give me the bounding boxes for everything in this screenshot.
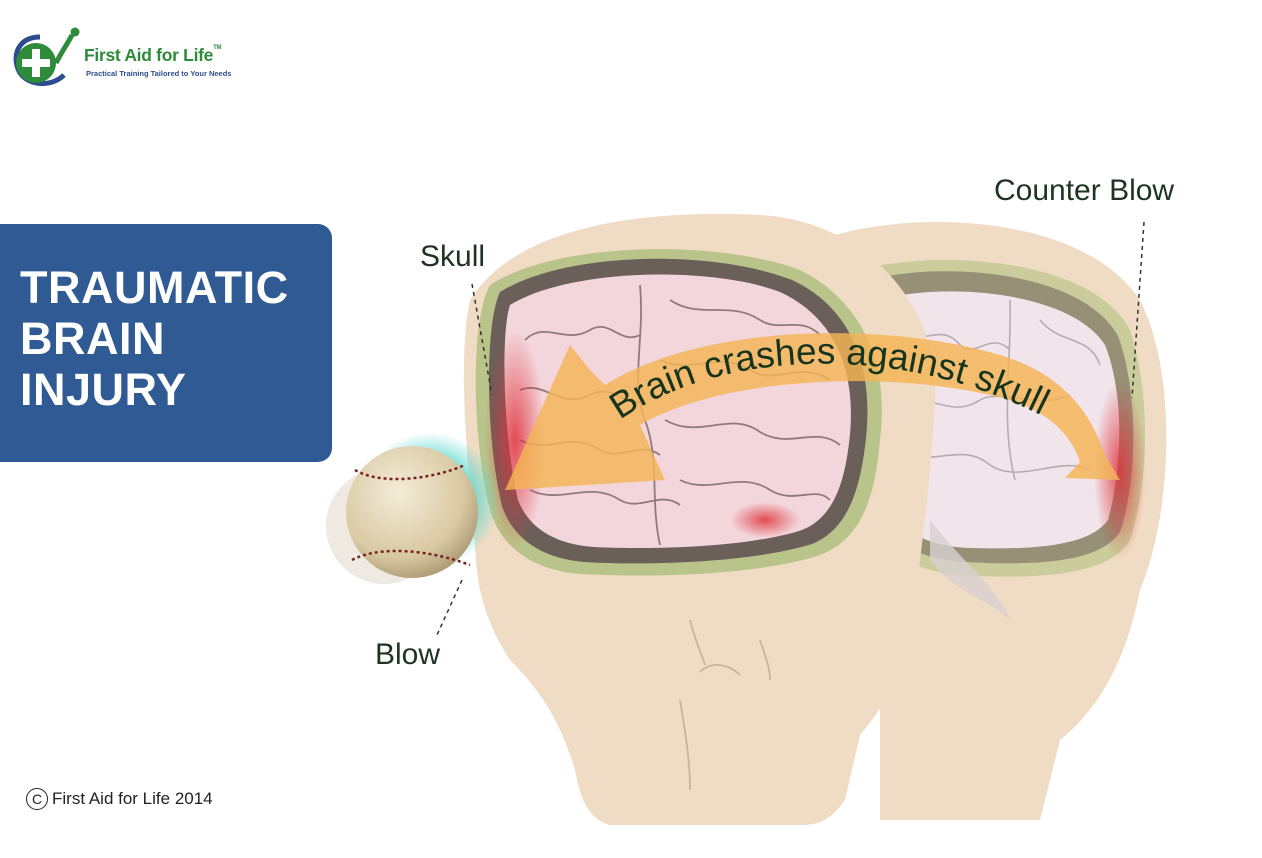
blow-label: Blow — [375, 638, 441, 671]
title-line-2: BRAIN — [20, 313, 165, 364]
skull-label: Skull — [420, 240, 486, 273]
blow-leader-line — [436, 579, 463, 636]
copyright-icon: C — [26, 788, 48, 810]
copyright-text: First Aid for Life 2014 — [52, 789, 213, 808]
counter-blow-leader-line — [1131, 221, 1145, 399]
logo-tagline: Practical Training Tailored to Your Need… — [86, 69, 232, 78]
logo-name: First Aid for LifeTM — [84, 45, 222, 65]
page-title: TRAUMATIC BRAIN INJURY — [20, 262, 289, 415]
title-line-3: INJURY — [20, 364, 187, 415]
baseball-icon — [326, 432, 500, 584]
title-panel: TRAUMATIC BRAIN INJURY — [0, 224, 332, 462]
head-front — [463, 213, 936, 825]
copyright: C First Aid for Life 2014 — [26, 788, 213, 810]
skull-leader-line — [471, 283, 493, 396]
first-aid-cross-icon — [13, 27, 80, 86]
logo: First Aid for LifeTM Practical Training … — [10, 27, 260, 89]
title-line-1: TRAUMATIC — [20, 262, 289, 313]
counter-blow-label: Counter Blow — [994, 174, 1175, 207]
